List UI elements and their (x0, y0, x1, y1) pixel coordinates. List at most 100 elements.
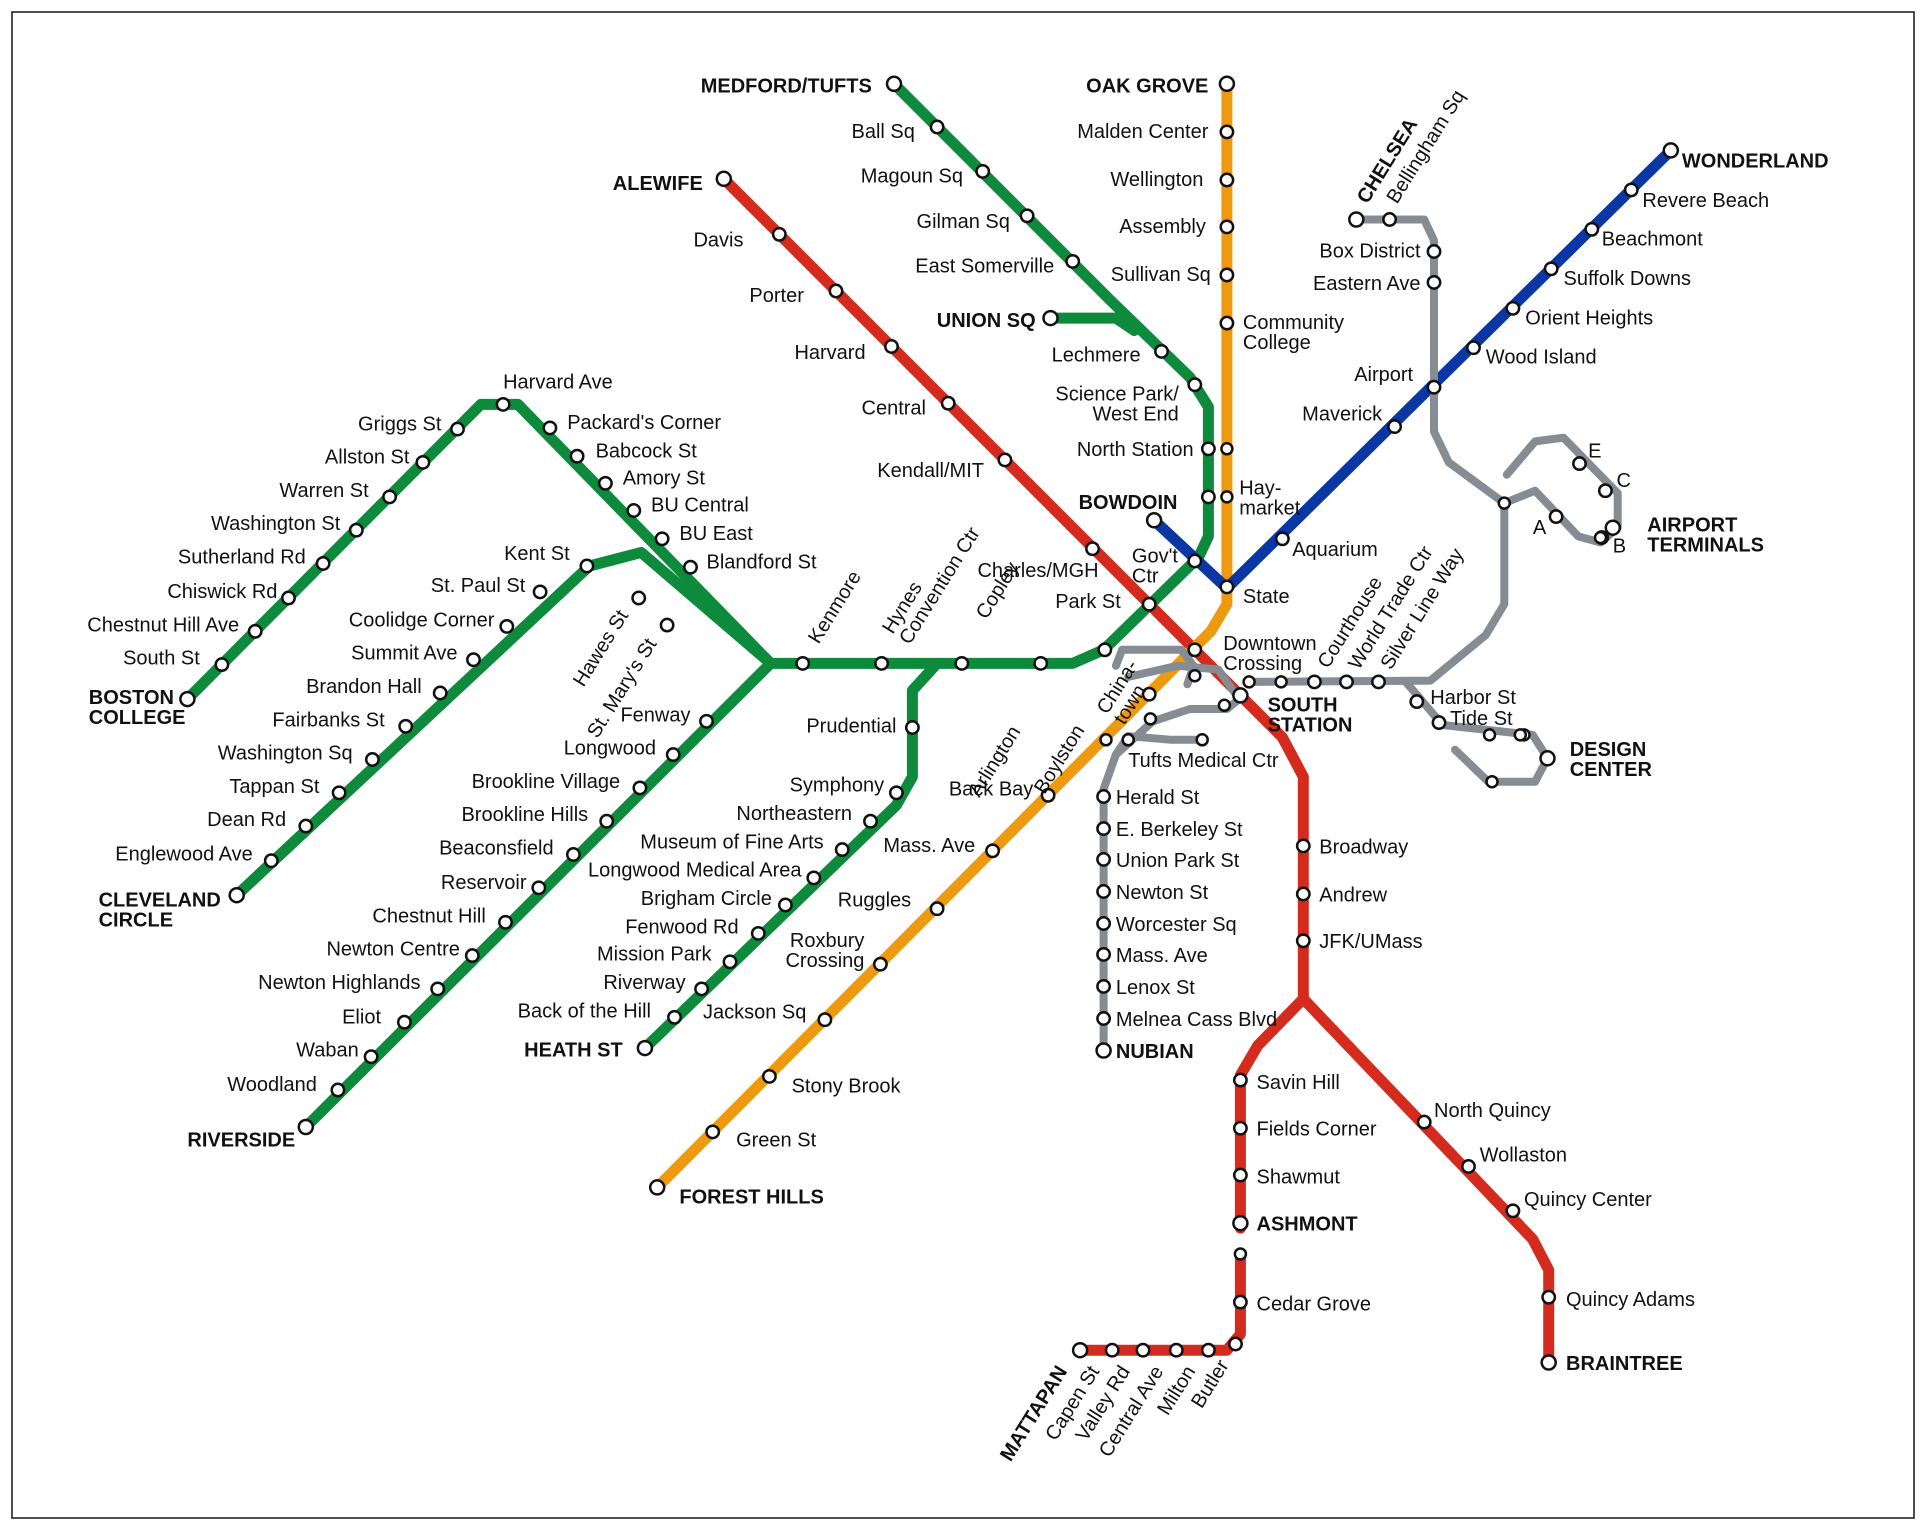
orange-tufts-medical-ctr-station-marker[interactable] (1121, 733, 1135, 747)
orange-community-college-station-marker[interactable] (1219, 315, 1235, 331)
green-medford-tufts-station-marker[interactable] (885, 75, 903, 93)
green-boston-college-station-marker[interactable] (179, 690, 196, 708)
green-bu-central-station-marker[interactable] (626, 503, 642, 518)
orange-forest-hills-station-marker[interactable] (648, 1179, 666, 1196)
red-harvard-station-marker[interactable] (884, 339, 899, 354)
blue-maverick-station-marker[interactable] (1387, 419, 1403, 435)
transfer-marker-17[interactable] (1497, 496, 1512, 510)
green-waban-station-marker[interactable] (363, 1049, 379, 1065)
silver-box-district-station-marker[interactable] (1426, 244, 1442, 259)
silver-courthouse-station-marker[interactable] (1306, 674, 1322, 690)
silver-c-station-marker[interactable] (1597, 483, 1613, 499)
green-brookline-village-station-marker[interactable] (632, 780, 648, 796)
orange-sullivan-sq-station-marker[interactable] (1219, 267, 1235, 283)
green-amory-st-station-marker[interactable] (597, 475, 613, 491)
red-central-ave-station-marker[interactable] (1168, 1342, 1184, 1358)
green-kent-st-station-marker[interactable] (579, 558, 595, 574)
red-porter-station-marker[interactable] (828, 283, 844, 299)
silver-melnea-cass-blvd-station-marker[interactable] (1096, 1011, 1112, 1026)
green-boylston-station-marker[interactable] (1097, 642, 1113, 658)
orange-oak-grove-station-marker[interactable] (1218, 75, 1236, 93)
green-brookline-hills-station-marker[interactable] (599, 813, 615, 829)
transfer-marker-14[interactable] (1099, 733, 1113, 747)
green-south-st-station-marker[interactable] (214, 657, 230, 673)
red-quincy-center-station-marker[interactable] (1505, 1203, 1521, 1219)
red-capen-st-station-marker[interactable] (1104, 1342, 1120, 1358)
red-broadway-station-marker[interactable] (1295, 838, 1311, 854)
green-dean-rd-station-marker[interactable] (298, 818, 314, 834)
green-brandon-hall-station-marker[interactable] (432, 685, 448, 701)
green-newton-highlands-station-marker[interactable] (430, 981, 446, 997)
green-museum-of-fine-arts-station-marker[interactable] (834, 842, 850, 858)
green-hawes-st-station-marker[interactable] (631, 590, 647, 606)
green-ball-sq-station-marker[interactable] (929, 119, 945, 135)
silver-silver-line-way-station-marker[interactable] (1371, 674, 1386, 690)
green-fenwood-rd-station-marker[interactable] (750, 925, 766, 941)
orange-assembly-station-marker[interactable] (1219, 219, 1235, 235)
orange-back-bay-station-marker[interactable] (1040, 787, 1056, 803)
orange-stony-brook-station-marker[interactable] (761, 1068, 777, 1084)
green-tappan-st-station-marker[interactable] (331, 785, 347, 801)
orange-green-st-station-marker[interactable] (705, 1124, 721, 1140)
red-mattapan-station-marker[interactable] (1071, 1341, 1089, 1359)
green-longwood-station-marker[interactable] (665, 747, 681, 763)
silver-design-center-station-marker[interactable] (1539, 750, 1556, 767)
green-haymarket-station-marker[interactable] (1200, 489, 1216, 505)
green-north-station-station-marker[interactable] (1200, 441, 1216, 457)
green-science-park-west-end-station-marker[interactable] (1187, 377, 1203, 393)
red-andrew-station-marker[interactable] (1295, 886, 1311, 902)
green-arlington-station-marker[interactable] (1033, 655, 1049, 671)
green-northeastern-station-marker[interactable] (863, 813, 878, 829)
silver-lenox-st-station-marker[interactable] (1096, 978, 1112, 994)
green-union-sq-station-marker[interactable] (1042, 309, 1059, 327)
silver-e-station-marker[interactable] (1572, 456, 1587, 472)
green-longwood-medical-area-station-marker[interactable] (806, 870, 822, 886)
green-coolidge-corner-station-marker[interactable] (499, 618, 515, 634)
blue-wonderland-station-marker[interactable] (1662, 142, 1680, 159)
transfer-marker-1[interactable] (1220, 442, 1234, 456)
red-charles-mgh-station-marker[interactable] (1085, 541, 1100, 557)
red-central-station-marker[interactable] (940, 395, 956, 411)
silver-bellingham-sq-station-marker[interactable] (1382, 212, 1398, 227)
silver-mass-ave-station-marker[interactable] (1096, 946, 1112, 962)
silver-worcester-sq-station-marker[interactable] (1096, 916, 1112, 931)
blue-airport-station-marker[interactable] (1426, 379, 1442, 395)
red-butler-station-marker[interactable] (1228, 1336, 1243, 1352)
transfer-marker-15[interactable] (1233, 1247, 1248, 1261)
blue-suffolk-downs-station-marker[interactable] (1543, 261, 1559, 277)
green-beaconsfield-station-marker[interactable] (565, 847, 581, 862)
green-st-mary-s-st-station-marker[interactable] (659, 617, 675, 633)
blue-wood-island-station-marker[interactable] (1466, 340, 1481, 356)
green-summit-ave-station-marker[interactable] (466, 652, 481, 668)
green-magoun-sq-station-marker[interactable] (975, 163, 991, 179)
orange-mass-ave-station-marker[interactable] (985, 843, 1001, 859)
transfer-marker-3[interactable] (1188, 668, 1202, 683)
green-hynes-convention-ctr-station-marker[interactable] (874, 655, 890, 671)
blue-bowdoin-station-marker[interactable] (1145, 512, 1163, 529)
orange-ruggles-station-marker[interactable] (929, 901, 945, 917)
green-back-of-the-hill-station-marker[interactable] (667, 1009, 682, 1025)
green-allston-st-station-marker[interactable] (415, 454, 431, 470)
green-st-paul-st-station-marker[interactable] (532, 584, 548, 600)
red-downtown-crossing-station-marker[interactable] (1187, 642, 1203, 658)
green-symphony-station-marker[interactable] (888, 785, 904, 801)
transfer-marker-9[interactable] (1513, 728, 1528, 742)
green-griggs-st-station-marker[interactable] (450, 421, 465, 437)
orange-chinatown-station-marker[interactable] (1141, 686, 1157, 702)
red-shawmut-station-marker[interactable] (1232, 1167, 1248, 1183)
transfer-marker-10[interactable] (1195, 733, 1209, 747)
green-east-somerville-station-marker[interactable] (1065, 253, 1081, 269)
green-kenmore-station-marker[interactable] (795, 655, 811, 671)
blue-revere-beach-station-marker[interactable] (1623, 182, 1639, 198)
green-lechmere-station-marker[interactable] (1154, 343, 1169, 359)
silver-a-station-marker[interactable] (1548, 509, 1564, 525)
transfer-marker-8[interactable] (1485, 774, 1499, 789)
red-south-station-station-marker[interactable] (1232, 687, 1249, 704)
green-cleveland-circle-station-marker[interactable] (228, 886, 245, 904)
green-blandford-st-station-marker[interactable] (683, 559, 698, 575)
transfer-marker-12[interactable] (1143, 712, 1158, 726)
blue-beachmont-station-marker[interactable] (1584, 221, 1600, 237)
green-harvard-ave-station-marker[interactable] (495, 396, 511, 412)
green-washington-st-station-marker[interactable] (348, 522, 364, 538)
silver-nubian-station-marker[interactable] (1095, 1042, 1112, 1059)
